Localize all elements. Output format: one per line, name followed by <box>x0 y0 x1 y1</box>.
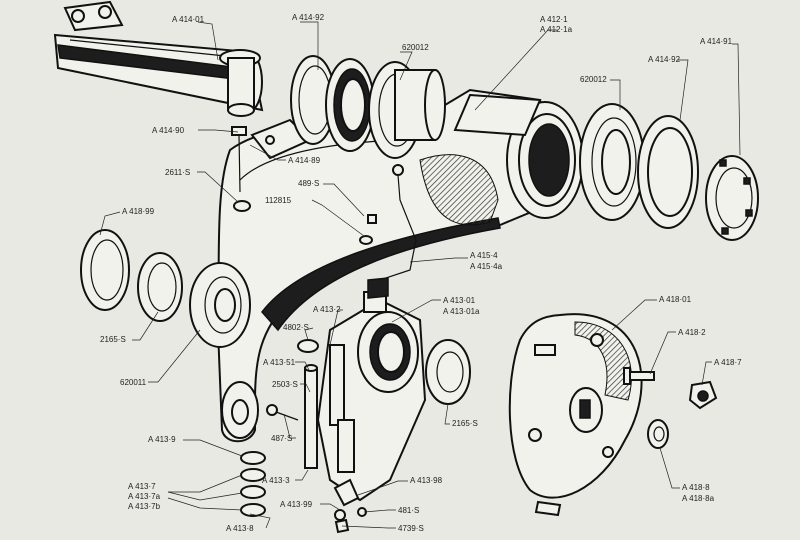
axle-tube <box>53 33 264 117</box>
label-a418-8a: A 418·8a <box>682 494 715 503</box>
label-487s: 487·S <box>271 434 292 443</box>
label-a418-8: A 418·8 <box>682 483 710 492</box>
label-a413-98: A 413·98 <box>410 476 443 485</box>
label-a418-7: A 418·7 <box>714 358 742 367</box>
label-a414-01: A 414·01 <box>172 15 205 24</box>
breather-pipe <box>379 164 417 281</box>
label-4739s: 4739·S <box>398 524 424 533</box>
back-plate <box>508 313 643 517</box>
label-a418-01: A 418·01 <box>659 295 692 304</box>
label-a418-99: A 418·99 <box>122 207 155 216</box>
nut-a418-7 <box>688 380 718 410</box>
label-a414-91: A 414·91 <box>700 37 733 46</box>
label-a413-01a: A 413·01a <box>443 307 480 316</box>
label-a413-7b: A 413·7b <box>128 502 161 511</box>
label-a413-7a: A 413·7a <box>128 492 161 501</box>
label-2165s-right: 2165·S <box>452 419 478 428</box>
leader-lines <box>99 21 741 529</box>
label-2165s-left: 2165·S <box>100 335 126 344</box>
axle-housing <box>216 88 584 443</box>
label-481s: 481·S <box>398 506 419 515</box>
label-a413-01: A 413·01 <box>443 296 476 305</box>
label-a413-7: A 413·7 <box>128 482 156 491</box>
label-a418-2: A 418·2 <box>678 328 706 337</box>
bolt-a414-90 <box>231 126 251 212</box>
label-4802s: 4802·S <box>283 323 309 332</box>
label-a414-89: A 414·89 <box>288 156 321 165</box>
tube-end-bracket <box>63 0 124 32</box>
stud-a418-2 <box>623 367 655 385</box>
label-a412-1a: A 412·1a <box>540 25 573 34</box>
bolt-487s <box>266 404 299 421</box>
label-a412-1: A 412·1 <box>540 15 568 24</box>
label-a415-4a: A 415·4a <box>470 262 503 271</box>
label-620011: 620011 <box>120 378 147 387</box>
knuckle-arm <box>316 277 427 502</box>
label-a413-3: A 413·3 <box>262 476 290 485</box>
label-620012-top: 620012 <box>402 43 429 52</box>
label-a414-90: A 414·90 <box>152 126 185 135</box>
screw-489s <box>359 214 377 245</box>
king-pin <box>304 364 318 469</box>
bearing-set-right <box>579 103 759 241</box>
label-a413-2: A 413·2 <box>313 305 341 314</box>
label-112815: 112815 <box>265 196 292 205</box>
nut-a418-8 <box>647 419 669 449</box>
label-620012-right: 620012 <box>580 75 607 84</box>
shim-stack <box>240 451 266 517</box>
left-seal-bearing <box>80 229 251 348</box>
bearing-set-top <box>290 55 446 159</box>
label-2611s: 2611·S <box>165 168 190 177</box>
label-a413-51: A 413·51 <box>263 358 296 367</box>
label-2503s: 2503·S <box>272 380 298 389</box>
seal-2165s-right <box>425 339 471 405</box>
label-a413-8: A 413·8 <box>226 524 254 533</box>
label-489s: 489·S <box>298 179 319 188</box>
lower-fittings <box>333 478 367 534</box>
plug-4802s <box>297 339 319 353</box>
label-a414-92-right: A 414·92 <box>648 55 681 64</box>
label-a414-92-top: A 414·92 <box>292 13 325 22</box>
label-a413-9: A 413·9 <box>148 435 176 444</box>
label-a413-99: A 413·99 <box>280 500 313 509</box>
label-a415-4: A 415·4 <box>470 251 498 260</box>
part-labels: A 414·01 A 414·92 620012 A 412·1 A 412·1… <box>100 13 742 533</box>
